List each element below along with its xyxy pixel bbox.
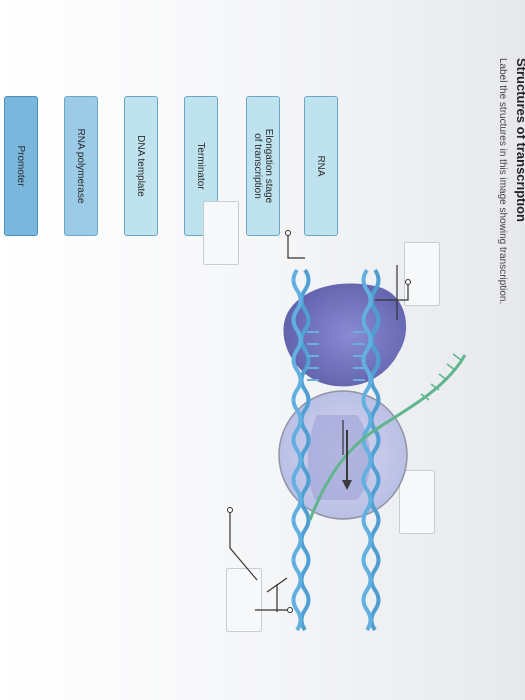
callout-dots <box>227 230 411 613</box>
callout-lines <box>229 233 409 612</box>
dna-bubble-rungs <box>307 331 365 381</box>
rna-bases <box>420 353 462 401</box>
dna-strand-bottom <box>291 268 311 632</box>
rna-strand <box>308 354 467 521</box>
dna-strand-top <box>361 268 381 632</box>
direction-arrow-head <box>342 480 352 490</box>
